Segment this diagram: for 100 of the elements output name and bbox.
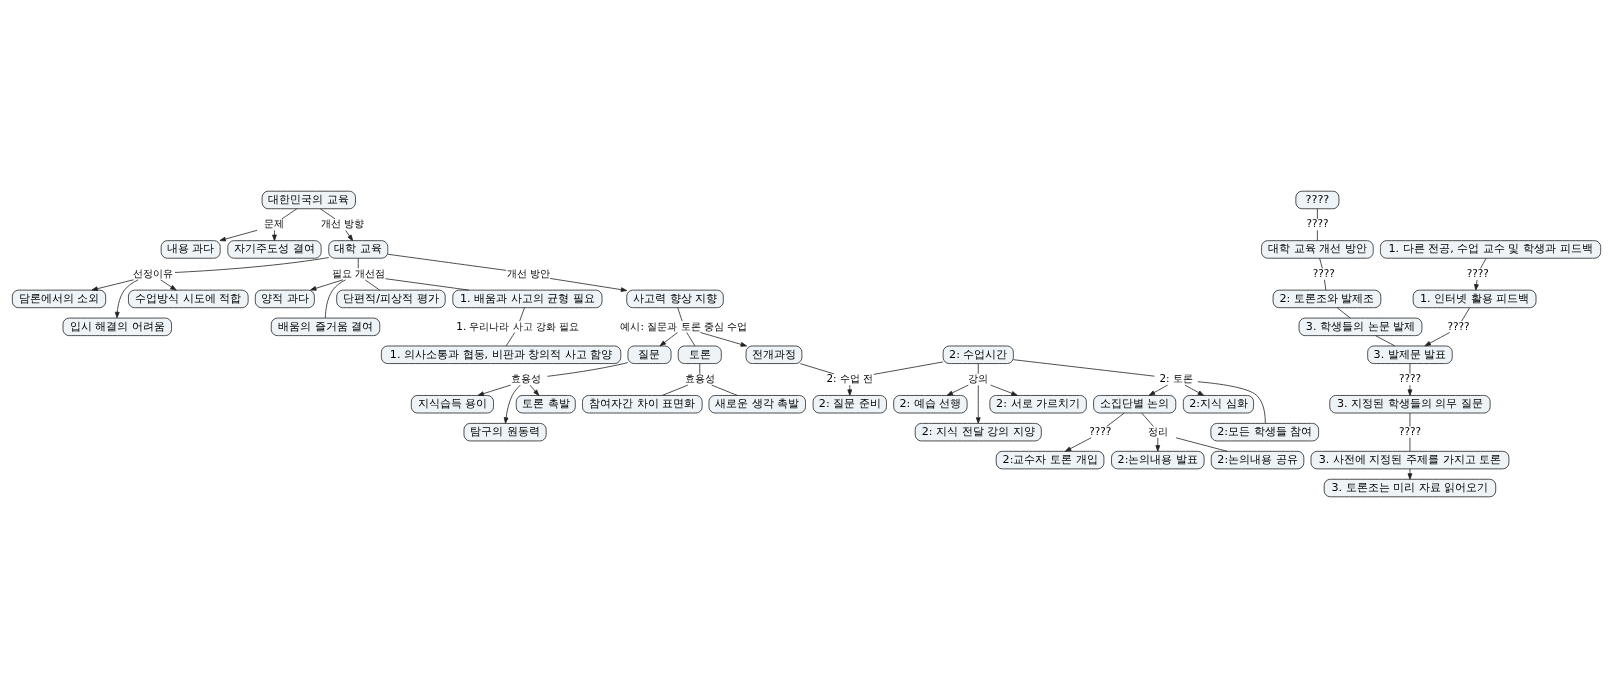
arrow bbox=[946, 384, 969, 396]
node-box: 대한민국의 교육 bbox=[261, 190, 356, 209]
connector bbox=[1319, 257, 1323, 269]
connector bbox=[873, 361, 944, 375]
connector bbox=[1461, 306, 1471, 321]
arrow bbox=[114, 278, 139, 318]
connector bbox=[387, 253, 507, 271]
node-box: 1. 배움과 사고의 균형 필요 bbox=[452, 289, 603, 308]
connector bbox=[505, 331, 516, 346]
arrow bbox=[529, 384, 540, 396]
node-box: 2:모든 학생들 참여 bbox=[1210, 422, 1319, 441]
node-box: 3. 사전에 지정된 주제를 가지고 토론 bbox=[1310, 450, 1510, 469]
arrow bbox=[975, 384, 981, 424]
connector bbox=[1480, 257, 1487, 269]
node-box: 2: 서로 가르치기 bbox=[989, 394, 1087, 413]
connector bbox=[1317, 229, 1318, 241]
arrow bbox=[160, 279, 177, 290]
connector bbox=[1013, 358, 1155, 377]
node-box: 양적 과다 bbox=[254, 289, 315, 308]
connector bbox=[324, 279, 346, 318]
arrow bbox=[1155, 436, 1161, 452]
connector bbox=[1375, 334, 1396, 346]
connector bbox=[320, 207, 336, 219]
connector bbox=[677, 306, 683, 321]
node-box: ???? bbox=[1295, 190, 1340, 209]
node-box: 수업방식 시도에 적합 bbox=[128, 289, 249, 308]
node-box: 2:논의내용 발표 bbox=[1111, 450, 1205, 469]
node-box: 지식습득 용이 bbox=[410, 394, 494, 413]
node-box: 새로운 생각 촉발 bbox=[708, 394, 806, 413]
node-text: ???? bbox=[1089, 424, 1112, 437]
node-text: ???? bbox=[1312, 266, 1335, 279]
connector bbox=[977, 362, 979, 374]
node-text: 강의 bbox=[968, 371, 989, 384]
node-box: 2: 예습 선행 bbox=[893, 394, 968, 413]
connector bbox=[1409, 362, 1411, 374]
node-text: 2: 토론 bbox=[1159, 371, 1193, 384]
node-text: 선정이유 bbox=[133, 266, 174, 279]
node-text: 2: 수업 전 bbox=[826, 371, 874, 384]
node-box: 1. 다른 전공, 수업 교수 및 학생과 피드백 bbox=[1380, 239, 1602, 259]
node-box: 2: 지식 전달 강의 지양 bbox=[914, 422, 1042, 441]
arrow bbox=[477, 384, 511, 396]
connector bbox=[799, 362, 835, 374]
connector bbox=[174, 256, 330, 273]
node-box: 참여자간 차이 표면화 bbox=[582, 394, 703, 413]
node-text: 개선 방안 bbox=[506, 266, 550, 279]
node-box: 단편적/피상적 평가 bbox=[336, 289, 446, 308]
node-box: 2: 수업시간 bbox=[942, 345, 1014, 364]
connector bbox=[699, 362, 701, 374]
node-box: 2: 토론조와 발제조 bbox=[1272, 289, 1382, 308]
arrow bbox=[1064, 436, 1092, 452]
arrow bbox=[503, 384, 521, 424]
connector bbox=[1336, 306, 1351, 318]
arrow bbox=[1148, 384, 1168, 396]
connector bbox=[1409, 412, 1411, 427]
node-box: 사고력 향상 지향 bbox=[626, 289, 724, 308]
connector bbox=[1409, 436, 1411, 452]
connector bbox=[281, 207, 298, 219]
arrow bbox=[990, 384, 1018, 396]
node-box: 입시 해결의 어려움 bbox=[62, 317, 172, 336]
node-box: 3. 학생들의 논문 발제 bbox=[1298, 317, 1423, 336]
node-box: 대학 교육 bbox=[328, 239, 389, 259]
connector bbox=[364, 279, 381, 290]
node-box: 2:교수자 토론 개입 bbox=[995, 450, 1105, 469]
node-text: ???? bbox=[1398, 424, 1421, 437]
node-text: ???? bbox=[1466, 266, 1489, 279]
arrow bbox=[310, 278, 344, 291]
node-box: 2: 질문 준비 bbox=[812, 394, 887, 413]
connector bbox=[1324, 279, 1327, 290]
node-text: 예시: 질문과 토론 중심 수업 bbox=[620, 319, 748, 332]
node-box: 자기주도성 결여 bbox=[227, 239, 322, 259]
arrow bbox=[659, 331, 678, 346]
arrow bbox=[91, 278, 135, 291]
arrow bbox=[219, 229, 258, 241]
node-box: 탐구의 원동력 bbox=[463, 422, 547, 441]
node-text: 정리 bbox=[1147, 424, 1168, 437]
arrow bbox=[847, 384, 853, 396]
node-box: 질문 bbox=[627, 345, 672, 364]
node-box: 대학 교육 개선 방안 bbox=[1261, 239, 1374, 259]
connector bbox=[661, 384, 689, 396]
connector bbox=[686, 331, 696, 346]
node-box: 토론 bbox=[677, 345, 722, 364]
connector bbox=[1106, 412, 1125, 427]
connector bbox=[385, 277, 470, 290]
arrow bbox=[549, 277, 628, 292]
arrow bbox=[1407, 468, 1413, 480]
arrow bbox=[1474, 279, 1479, 290]
node-box: 2:논의내용 공유 bbox=[1210, 450, 1305, 469]
node-text: 개선 방향 bbox=[320, 216, 364, 229]
node-box: 토론 촉발 bbox=[515, 394, 576, 413]
node-box: 담론에서의 소외 bbox=[11, 289, 107, 308]
node-box: 배움의 즐거움 결여 bbox=[270, 317, 381, 336]
node-text: ???? bbox=[1398, 371, 1421, 384]
node-box: 1. 의사소통과 협동, 비판과 창의적 사고 함양 bbox=[381, 345, 622, 364]
node-text: 1. 우리나라 사고 강화 필요 bbox=[456, 319, 580, 332]
node-text: 문제 bbox=[264, 216, 285, 229]
arrow bbox=[1424, 331, 1451, 346]
connector bbox=[1175, 436, 1228, 452]
node-box: 소집단별 논의 bbox=[1093, 394, 1177, 413]
arrow bbox=[699, 331, 747, 347]
node-text: ???? bbox=[1306, 216, 1329, 229]
